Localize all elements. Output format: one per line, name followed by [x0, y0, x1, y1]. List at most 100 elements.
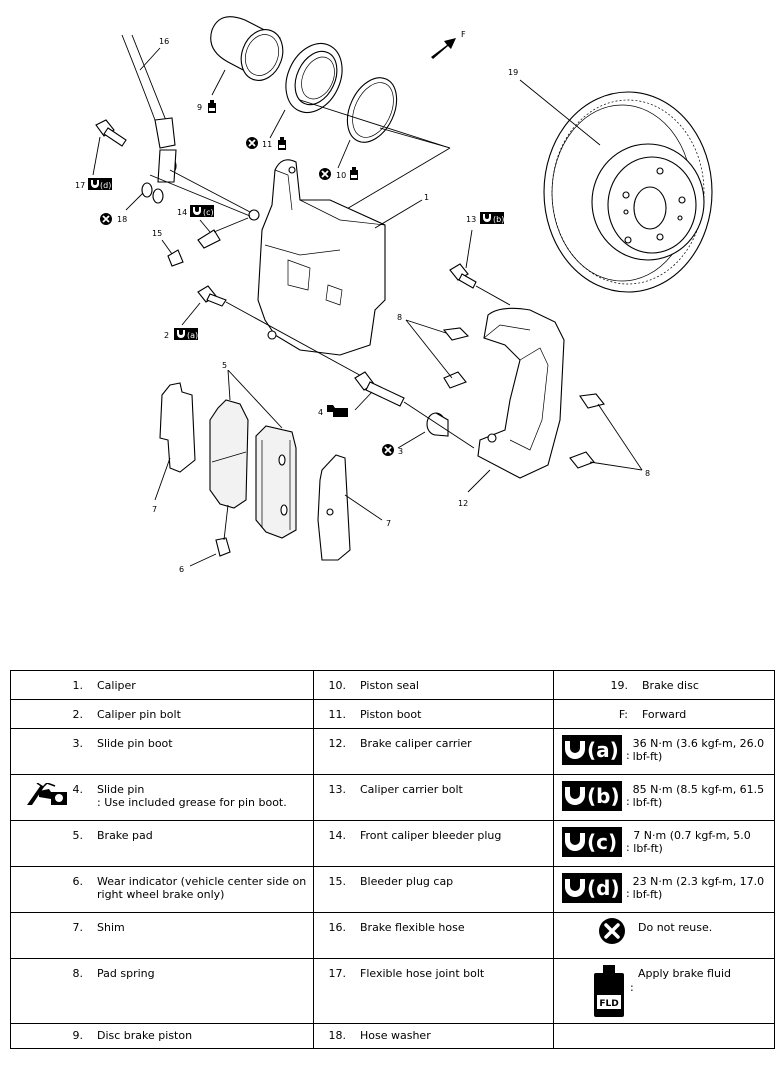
grease-icon: [26, 783, 67, 805]
callout-14: 14: [177, 208, 187, 217]
callout-3: 3: [398, 447, 403, 456]
callout-6: 6: [179, 565, 184, 574]
callout-10: 10: [336, 171, 346, 180]
legend-text: Piston seal: [360, 679, 419, 692]
legend-num: 13.: [328, 783, 347, 796]
slide-pin: [354, 371, 405, 407]
legend-text: Shim: [97, 921, 125, 934]
disc-brake-piston: [210, 16, 284, 81]
callout-12: 12: [458, 499, 468, 508]
legend-text: Do not reuse.: [638, 921, 713, 934]
table-row: 5.Brake pad 14.Front caliper bleeder plu…: [10, 820, 775, 867]
callout-13: 13: [466, 215, 476, 224]
legend-text: Disc brake piston: [97, 1029, 193, 1042]
parts-legend-table: 1. Caliper 10. Piston seal 19. Brake disc 2…: [10, 670, 775, 1049]
legend-num: 11.: [328, 708, 347, 721]
brake-exploded-diagram: F 19 9 11 10: [75, 16, 713, 574]
svg-text:F: F: [461, 30, 466, 39]
callout-8a: 8: [397, 313, 402, 322]
table-row: 4. Slide pin : Use included grease for p…: [10, 774, 775, 821]
brake-fluid-icon: FLD: [594, 965, 624, 1017]
svg-text:(a): (a): [187, 331, 198, 340]
legend-text: Hose washer: [360, 1029, 431, 1042]
callout-2: 2: [164, 331, 169, 340]
torque-wrench-icon: (c): [562, 827, 622, 857]
callout-5: 5: [222, 361, 227, 370]
torque-wrench-icon: (b): [562, 781, 622, 811]
legend-num: 19.: [610, 679, 629, 692]
callout-7b: 7: [386, 519, 391, 528]
legend-num: 6.: [72, 875, 84, 888]
legend-text: Caliper pin bolt: [97, 708, 181, 721]
brake-caliper-carrier: [477, 307, 565, 479]
legend-text: Bleeder plug cap: [360, 875, 454, 888]
legend-text: Pad spring: [97, 967, 155, 980]
table-row: 3. Slide pin boot 12. Brake caliper carrie…: [10, 728, 775, 775]
table-row: 2.Caliper pin bolt 11.Piston boot F:Forw…: [10, 699, 775, 729]
pad-spring: [442, 327, 605, 469]
front-caliper-bleeder-plug: [197, 217, 249, 249]
legend-num: 12.: [328, 737, 347, 750]
legend-text: 36 N·m (3.6 kgf-m, 26.0 lbf-ft): [632, 737, 765, 763]
svg-text:FLD: FLD: [599, 999, 618, 1009]
callout-18: 18: [117, 215, 127, 224]
legend-text: Forward: [642, 708, 687, 721]
legend-num: 8.: [72, 967, 84, 980]
legend-num: 4.: [72, 783, 84, 796]
piston-seal: [346, 77, 398, 143]
legend-num: 10.: [328, 679, 347, 692]
svg-text:(c): (c): [203, 208, 214, 217]
table-row: 1. Caliper 10. Piston seal 19. Brake disc: [10, 670, 775, 700]
legend-text: Slide pin : Use included grease for pin …: [97, 783, 287, 809]
callout-7a: 7: [152, 505, 157, 514]
callout-17: 17: [75, 181, 85, 190]
piston-boot: [285, 43, 343, 113]
legend-text: Brake pad: [97, 829, 153, 842]
callout-4: 4: [318, 408, 323, 417]
callout-8b: 8: [645, 469, 650, 478]
grease-icon: [327, 405, 348, 417]
legend-num: 14.: [328, 829, 347, 842]
table-row: 7.Shim 16.Brake flexible hose Do not reu…: [10, 912, 775, 959]
flexible-hose-joint-bolt: [95, 119, 127, 147]
slide-pin-boot: [426, 412, 449, 437]
legend-text: Slide pin boot: [97, 737, 173, 750]
legend-num: 1.: [72, 679, 84, 692]
legend-text: 23 N·m (2.3 kgf-m, 17.0 lbf-ft): [632, 875, 765, 901]
legend-num: 16.: [328, 921, 347, 934]
legend-text: Apply brake fluid: [638, 967, 731, 980]
callout-16: 16: [159, 37, 169, 46]
legend-num: 17.: [328, 967, 347, 980]
brake-disc: [543, 91, 713, 293]
legend-text: Brake disc: [642, 679, 699, 692]
callout-9: 9: [197, 103, 202, 112]
brake-pad: [209, 399, 297, 539]
legend-text: Brake flexible hose: [360, 921, 465, 934]
legend-text: Caliper: [97, 679, 136, 692]
table-row: 6. Wear indicator (vehicle center side on…: [10, 866, 775, 913]
table-row: 9.Disc brake piston 18.Hose washer: [10, 1023, 775, 1049]
callout-11: 11: [262, 140, 272, 149]
legend-num: 2.: [72, 708, 84, 721]
shim: [159, 382, 351, 561]
legend-text: Wear indicator (vehicle center side on r…: [97, 875, 307, 901]
brake-flexible-hose: [121, 34, 177, 183]
legend-num: 5.: [72, 829, 84, 842]
legend-text: Brake caliper carrier: [360, 737, 472, 750]
caliper-pin-bolt: [197, 285, 227, 307]
wear-indicator: [215, 504, 231, 557]
callout-1: 1: [424, 193, 429, 202]
svg-text:(b): (b): [493, 215, 504, 224]
legend-text: Flexible hose joint bolt: [360, 967, 485, 980]
legend-num: 9.: [72, 1029, 84, 1042]
legend-text: 7 N·m (0.7 kgf-m, 5.0 lbf-ft): [633, 829, 751, 855]
callout-19: 19: [508, 68, 518, 77]
legend-text: Piston boot: [360, 708, 422, 721]
callout-15: 15: [152, 229, 162, 238]
hose-washer: [141, 182, 164, 204]
legend-num: 3.: [72, 737, 84, 750]
legend-num: 15.: [328, 875, 347, 888]
caliper-carrier-bolt: [449, 263, 477, 289]
legend-text: 85 N·m (8.5 kgf-m, 61.5 lbf-ft): [632, 783, 765, 809]
svg-text:(d): (d): [100, 181, 111, 190]
